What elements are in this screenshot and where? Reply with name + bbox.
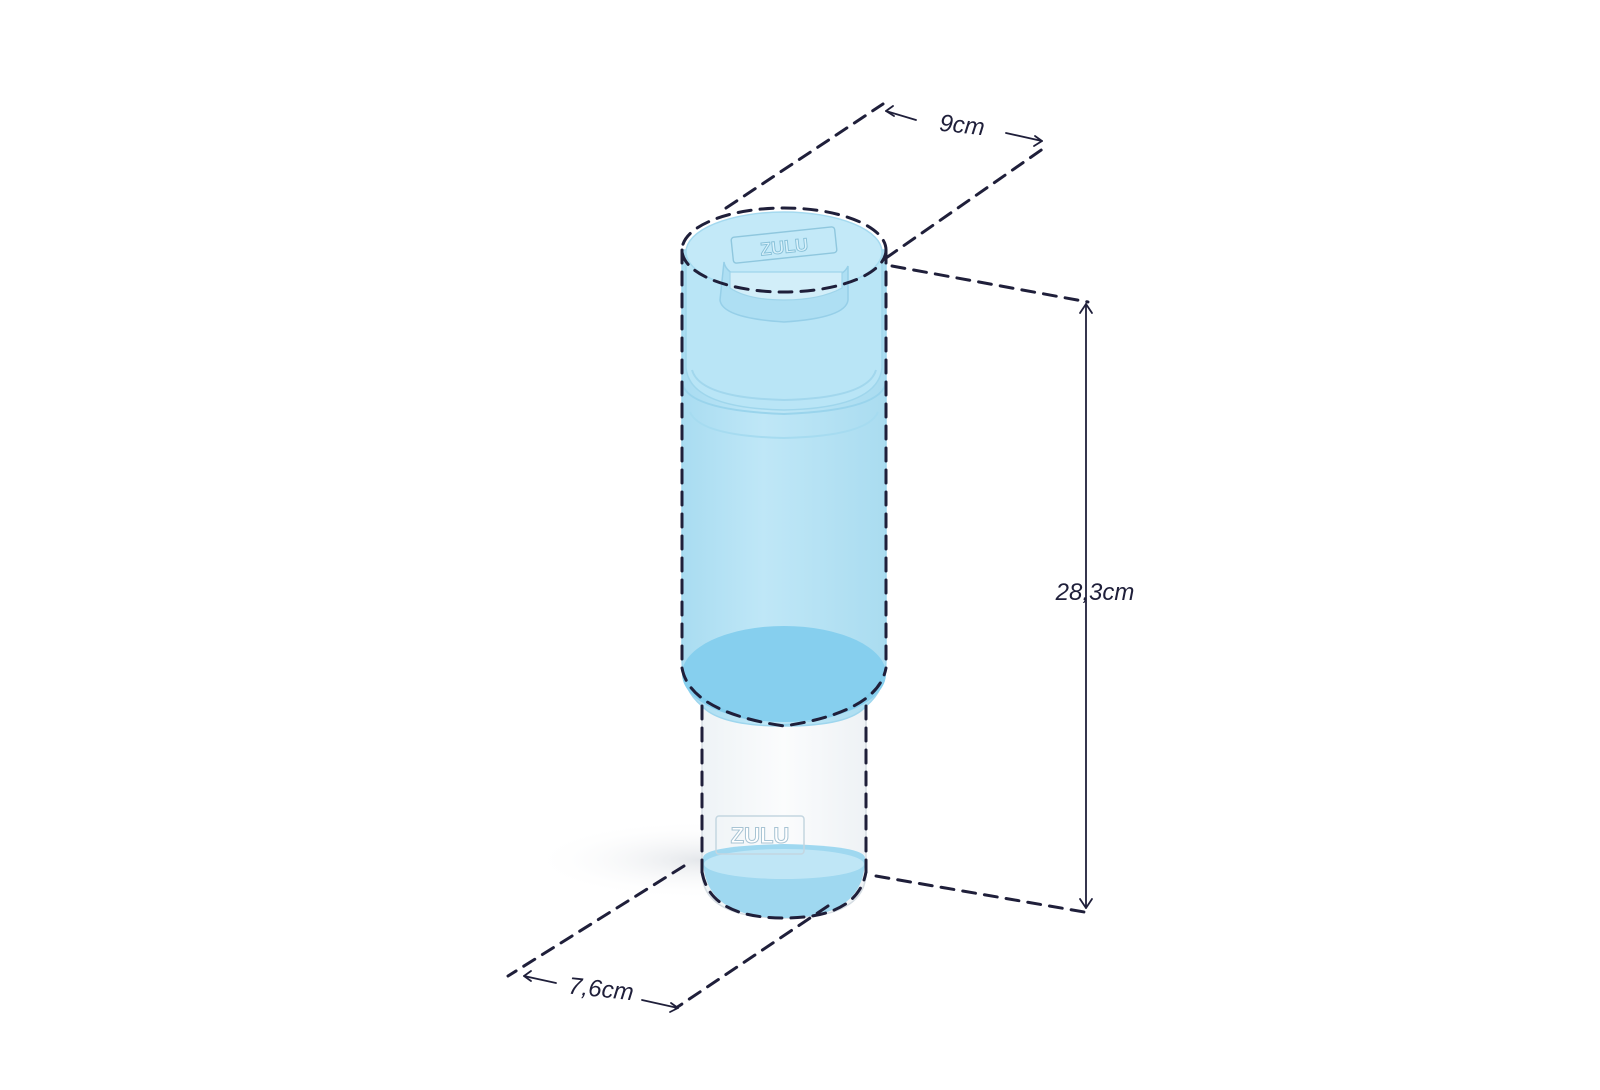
dimension-top-width: 9cm: [724, 102, 1049, 260]
liquid-surface: [682, 626, 886, 722]
cap-logo: ZULU: [730, 226, 838, 264]
top-width-arrow-left: [885, 105, 917, 121]
cup-logo-text: ZULU: [731, 823, 790, 848]
top-width-label: 9cm: [938, 110, 986, 142]
bottle-cup: ZULU: [701, 705, 867, 919]
dimension-bottom-width: 7,6cm: [506, 864, 830, 1013]
cap-logo-text: ZULU: [759, 235, 809, 260]
bottom-width-arrow-left: [523, 970, 557, 984]
dimension-height: 28,3cm: [874, 264, 1135, 915]
bottle-dashed-outline: [680, 206, 888, 920]
cup-logo: ZULU: [715, 815, 805, 855]
bottom-width-arrow-right: [641, 999, 679, 1013]
top-width-arrow-right: [1005, 132, 1043, 147]
bottle: ZULU ZULU: [681, 211, 887, 919]
bottom-width-label: 7,6cm: [567, 973, 635, 1007]
height-label: 28,3cm: [1055, 579, 1135, 606]
height-arrow: [1079, 303, 1093, 909]
bottle-cap: ZULU: [685, 211, 883, 411]
